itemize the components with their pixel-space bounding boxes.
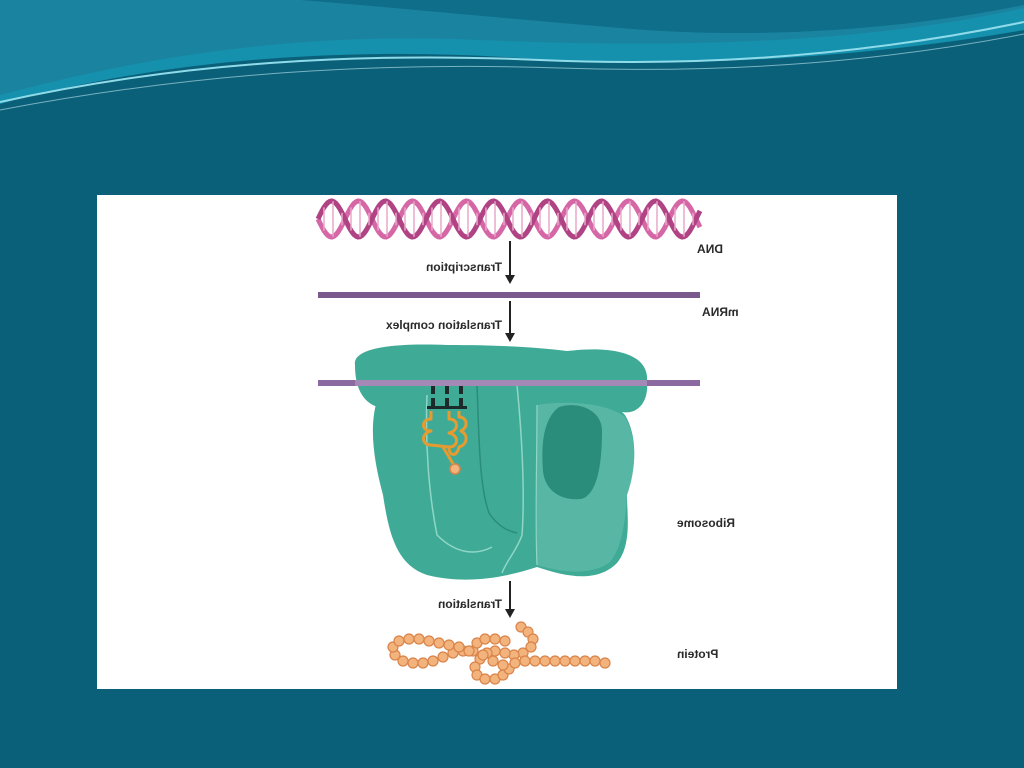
protein-bead	[549, 655, 561, 667]
ribosome-large-subunit	[354, 344, 648, 413]
protein-bead	[539, 655, 551, 667]
top-wave-highlight-2	[0, 33, 1024, 111]
protein-bead	[403, 633, 415, 645]
protein-bead	[443, 639, 455, 651]
dna-helix	[315, 198, 703, 240]
translation-complex-arrow	[505, 301, 515, 342]
protein-bead	[487, 655, 499, 667]
diagram-panel: DNA Transcription mRNA Translation compl…	[97, 195, 897, 689]
top-wave-dark	[300, 0, 1024, 34]
protein-bead	[569, 655, 581, 667]
protein-bead	[417, 657, 429, 669]
dna-label: DNA	[697, 242, 723, 256]
protein-bead	[489, 633, 501, 645]
transcription-arrow	[505, 241, 515, 284]
protein-bead	[529, 655, 541, 667]
protein-bead	[479, 673, 491, 685]
protein-bead	[413, 633, 425, 645]
ribosome-exit-pocket	[542, 405, 602, 500]
translation-arrow	[505, 581, 515, 618]
ribosome	[354, 344, 648, 580]
protein-chain	[387, 621, 611, 685]
protein-label: Protein	[677, 647, 718, 661]
dna-strand-2	[315, 198, 703, 240]
protein-bead	[463, 645, 475, 657]
gene-expression-diagram: DNA Transcription mRNA Translation compl…	[315, 198, 739, 685]
protein-bead	[427, 655, 439, 667]
protein-bead	[589, 655, 601, 667]
protein-bead	[559, 655, 571, 667]
protein-bead	[519, 655, 531, 667]
protein-bead	[525, 641, 537, 653]
mrna-label: mRNA	[702, 305, 739, 319]
protein-bead	[499, 647, 511, 659]
translation-label: Translation	[438, 597, 502, 611]
codon-anticodon-bars	[427, 386, 467, 409]
protein-bead	[453, 641, 465, 653]
protein-bead	[497, 659, 509, 671]
transcription-label: Transcription	[426, 260, 502, 274]
top-wave-highlight	[0, 21, 1024, 103]
translation-complex-label: Translation complex	[386, 318, 502, 332]
trna-molecule	[422, 411, 468, 475]
protein-bead	[423, 635, 435, 647]
dna-strand-1	[315, 198, 703, 240]
protein-bead	[393, 635, 405, 647]
protein-bead	[433, 637, 445, 649]
ribosome-groove-3	[501, 384, 524, 574]
protein-bead	[509, 657, 521, 669]
protein-bead	[397, 655, 409, 667]
protein-bead	[579, 655, 591, 667]
protein-bead	[499, 635, 511, 647]
protein-bead	[477, 649, 489, 661]
mrna-in-ribosome-overlay	[355, 380, 647, 386]
ribosome-label: Ribosome	[677, 516, 735, 530]
protein-bead	[407, 657, 419, 669]
ribosome-groove-4	[535, 404, 538, 566]
protein-bead	[599, 657, 611, 669]
mrna-strand	[318, 292, 700, 298]
protein-bead	[479, 633, 491, 645]
protein-bead	[437, 651, 449, 663]
ribosome-groove-2	[476, 384, 518, 534]
